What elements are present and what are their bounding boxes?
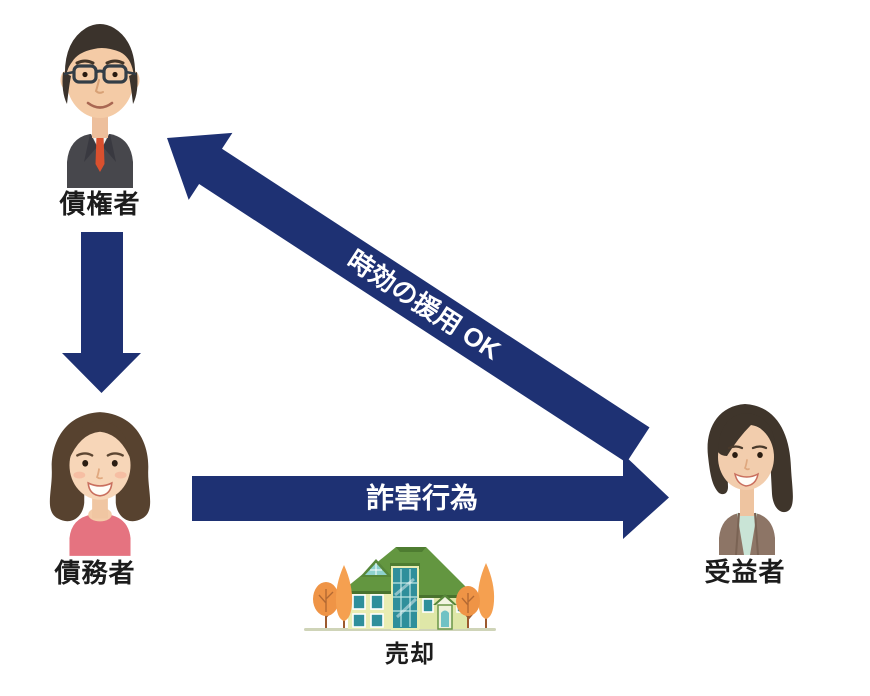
fraud-arrow-label: 詐害行為 [366,482,478,514]
autumn-trees-icon [313,563,495,628]
arrow-debtor-to-beneficiary [192,454,669,539]
arrow-creditor-to-debtor [62,232,141,393]
creditor-figure [47,16,153,188]
glasses-icon [63,64,137,84]
house-autumn-trees-illustration [304,547,496,631]
arrow-beneficiary-to-creditor [167,132,650,463]
prescription-arrow-label: 時効の援用 OK [342,244,506,365]
creditor-label: 債権者 [59,189,141,219]
beneficiary-figure [693,400,793,555]
debtor-label: 債務者 [54,558,136,588]
woman-cardigan-avatar [707,404,793,555]
businessman-avatar [60,24,140,188]
sale-label: 売却 [385,641,435,668]
woman-coral-top-avatar [49,412,151,556]
debtor-figure [36,408,164,556]
beneficiary-label: 受益者 [704,557,786,587]
house-figure [300,537,500,637]
